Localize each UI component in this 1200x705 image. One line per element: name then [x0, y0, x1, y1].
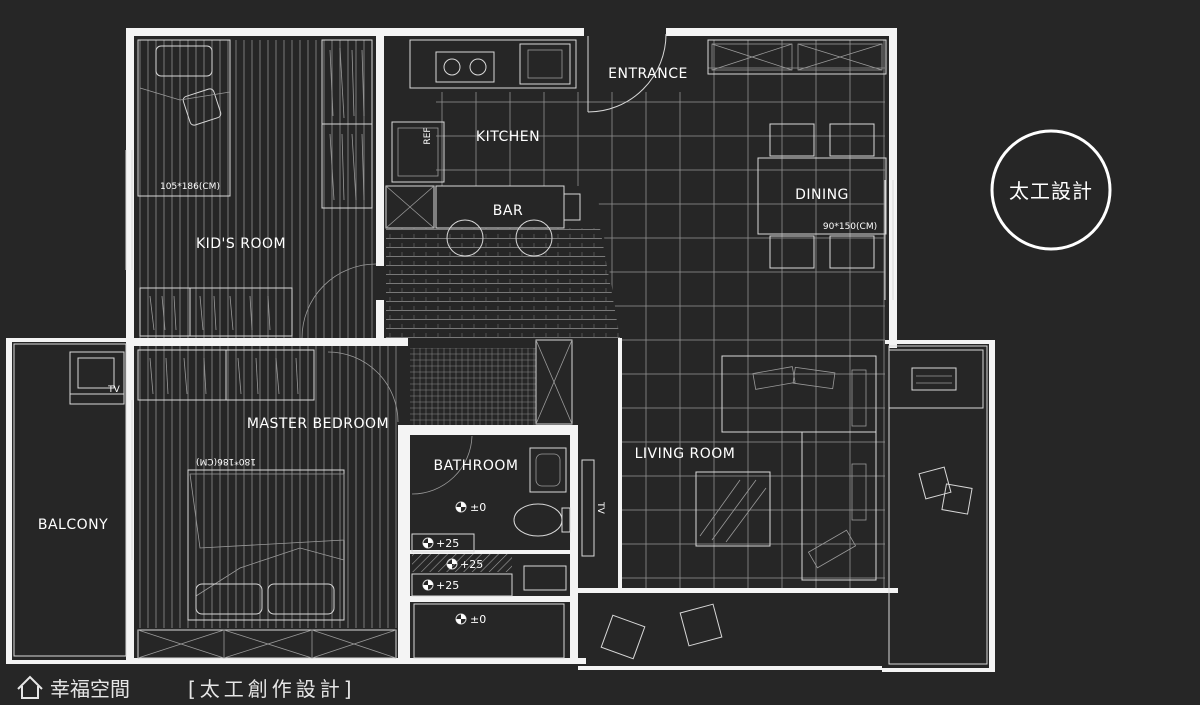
kids-bed	[137, 39, 231, 197]
tv-cabinet	[581, 459, 595, 557]
kitchen-counter	[409, 39, 577, 89]
shoe-cabinet	[707, 39, 887, 75]
cushion-icon	[918, 466, 952, 500]
desk	[888, 349, 984, 409]
fridge-label: REF	[423, 127, 433, 144]
chair-icon	[829, 235, 875, 269]
svg-text:+25: +25	[436, 579, 459, 592]
coffee-table	[695, 471, 771, 547]
dining-table	[757, 157, 887, 235]
dimension-master-bed: 180*186(CM)	[196, 456, 256, 466]
room-label-master-bedroom: MASTER BEDROOM	[247, 416, 389, 432]
designer-badge: 太工設計	[990, 129, 1112, 251]
watermark: 幸福空間 [太工創作設計]	[17, 675, 356, 701]
room-label-entrance: ENTRANCE	[608, 66, 688, 82]
cushion-icon	[752, 366, 796, 390]
house-icon	[17, 675, 43, 699]
chair-icon	[769, 123, 815, 157]
pillow-icon	[182, 88, 222, 126]
shower-area	[413, 603, 565, 659]
svg-text:±0: ±0	[470, 613, 486, 626]
room-label-dining: DINING	[795, 187, 849, 203]
room-label-kids-room: KID'S ROOM	[196, 236, 286, 252]
pillow-icon	[155, 45, 213, 77]
fridge-icon	[391, 121, 445, 183]
cushion-icon	[679, 603, 723, 647]
level-marker: ±0	[455, 613, 486, 626]
chair-icon	[769, 235, 815, 269]
shower-partition	[535, 339, 573, 425]
cushion-icon	[792, 366, 836, 390]
dimension-kids-bed: 105*186(CM)	[160, 182, 220, 192]
kitchen-cabinet	[385, 185, 435, 229]
cushion-icon	[600, 614, 646, 660]
bar-stool-icon	[515, 219, 553, 257]
step-hatch	[412, 554, 512, 572]
room-label-bathroom: BATHROOM	[433, 458, 518, 474]
keyboard-icon	[911, 367, 957, 391]
master-storage	[137, 629, 397, 659]
svg-text:+25: +25	[436, 537, 459, 550]
cushion-icon	[807, 529, 857, 569]
room-label-kitchen: KITCHEN	[476, 129, 540, 145]
room-label-balcony: BALCONY	[38, 517, 108, 533]
cushion-icon	[941, 483, 973, 515]
master-bedroom-floor	[136, 346, 398, 628]
svg-text:+25: +25	[460, 558, 483, 571]
bar-stool-icon	[446, 219, 484, 257]
toilet-icon	[513, 503, 563, 537]
watermark-designer: [太工創作設計]	[188, 677, 356, 701]
chair-icon	[829, 123, 875, 157]
level-marker: +25	[422, 537, 459, 550]
master-bed	[187, 469, 345, 621]
pillow-icon	[267, 583, 335, 615]
basin-icon	[529, 447, 567, 493]
balcony-tv-label: TV	[107, 385, 120, 395]
living-tile-floor	[436, 40, 885, 590]
svg-text:±0: ±0	[470, 501, 486, 514]
room-label-living-room: LIVING ROOM	[635, 446, 736, 462]
level-marker: ±0	[455, 501, 486, 514]
tv-label: TV	[595, 501, 605, 514]
room-label-bar: BAR	[493, 203, 523, 219]
level-marker: +25	[446, 558, 483, 571]
watermark-brand: 幸福空間	[50, 677, 130, 701]
bar-wood-floor	[386, 228, 620, 338]
bath-entry-mosaic	[410, 348, 536, 428]
sink-icon	[519, 43, 571, 85]
pillow-icon	[195, 583, 263, 615]
sofa-back	[721, 355, 877, 433]
balcony-tv-cabinet	[69, 351, 125, 405]
dimension-dining-table: 90*150(CM)	[823, 222, 877, 232]
kids-shelf	[139, 287, 293, 337]
badge-text: 太工設計	[1009, 179, 1093, 203]
sofa-chaise	[801, 431, 877, 581]
stove-icon	[435, 51, 495, 83]
level-marker: +25	[422, 579, 459, 592]
